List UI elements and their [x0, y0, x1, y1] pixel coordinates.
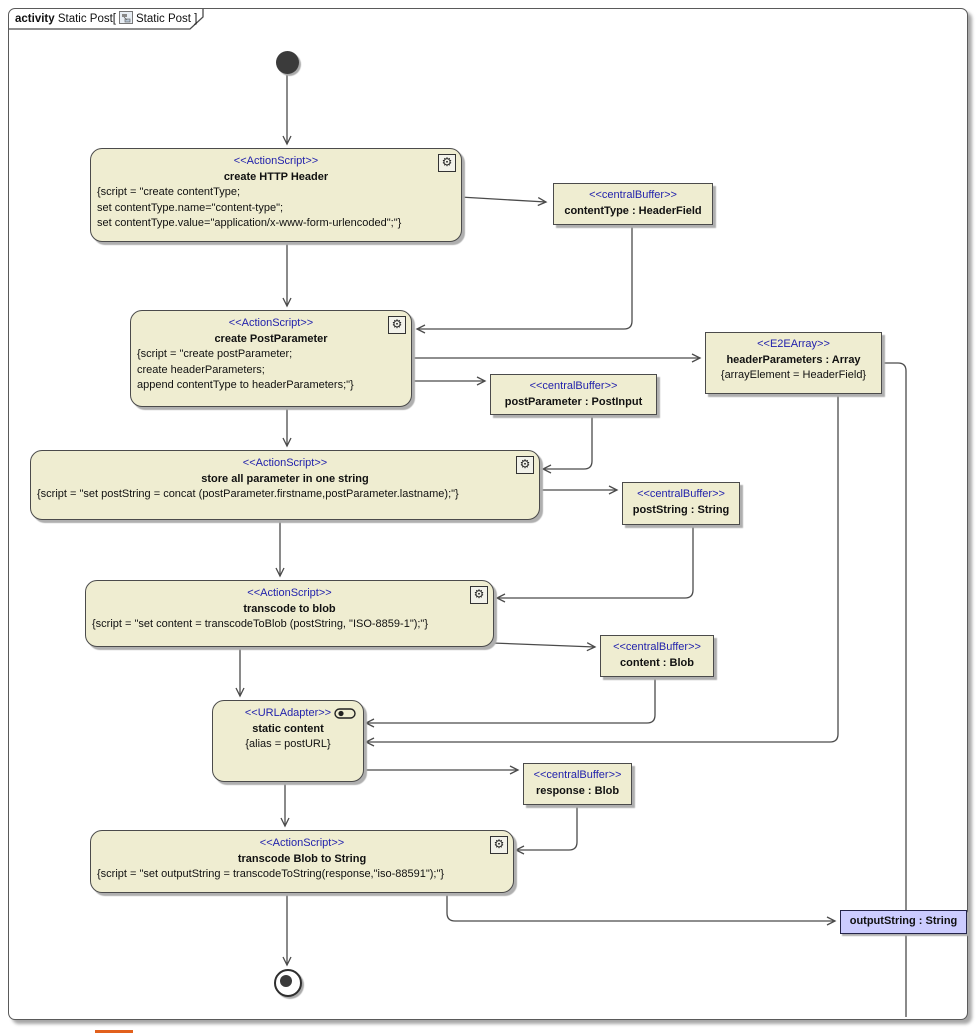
- frame-title: activity Static Post[ Static Post ]: [15, 11, 197, 27]
- final-node[interactable]: [274, 969, 302, 997]
- array-headerparameters[interactable]: <<E2EArray>> headerParameters : Array {a…: [705, 332, 882, 394]
- frame-keyword: activity: [15, 13, 55, 25]
- gear-icon: ⚙: [470, 586, 488, 604]
- action-create-postparameter[interactable]: <<ActionScript>> create PostParameter {s…: [130, 310, 412, 407]
- constraint-label: {alias = postURL}: [245, 738, 331, 750]
- gear-icon: ⚙: [516, 456, 534, 474]
- edge-postparameter-to-store[interactable]: [541, 413, 593, 474]
- stereotype-label: <<centralBuffer>>: [637, 488, 725, 500]
- stereotype-label: <<ActionScript>>: [247, 587, 332, 599]
- gear-icon: ⚙: [490, 836, 508, 854]
- script-line: {script = "set content = transcodeToBlob…: [92, 618, 429, 630]
- gear-icon: ⚙: [388, 316, 406, 334]
- action-create-http-header[interactable]: <<ActionScript>> create HTTP Header {scr…: [90, 148, 462, 242]
- constraint-label: {arrayElement = HeaderField}: [720, 369, 867, 381]
- action-name: static content: [252, 723, 324, 735]
- edge-poststring-to-transcode-to-blob[interactable]: [495, 523, 694, 603]
- url-adapter-icon: [334, 708, 356, 722]
- stereotype-label: <<centralBuffer>>: [589, 189, 677, 201]
- array-name: headerParameters : Array: [726, 354, 861, 366]
- buffer-name: response : Blob: [535, 785, 620, 797]
- action-transcode-blob-to-string[interactable]: <<ActionScript>> transcode Blob to Strin…: [90, 830, 514, 893]
- script-line: set contentType.name="content-type";: [97, 201, 284, 214]
- edge-headerparameters-down[interactable]: [880, 362, 907, 1017]
- script-line: create headerParameters;: [137, 363, 265, 376]
- action-name: transcode to blob: [243, 603, 336, 615]
- stereotype-label: <<centralBuffer>>: [529, 380, 618, 392]
- script-line: set contentType.value="application/x-www…: [97, 217, 402, 229]
- stereotype-label: <<ActionScript>>: [242, 457, 328, 469]
- frame-ref: Static Post ]: [136, 13, 198, 25]
- action-name: store all parameter in one string: [201, 473, 369, 485]
- stereotype-label: <<centralBuffer>>: [613, 641, 701, 653]
- buffer-postparameter[interactable]: <<centralBuffer>> postParameter : PostIn…: [490, 374, 657, 415]
- initial-node[interactable]: [276, 51, 299, 74]
- action-transcode-to-blob[interactable]: <<ActionScript>> transcode to blob {scri…: [85, 580, 494, 647]
- script-line: {script = "create contentType;: [97, 186, 241, 198]
- buffer-name: content : Blob: [620, 657, 694, 669]
- buffer-name: postParameter : PostInput: [504, 396, 643, 408]
- output-parameter-outputstring[interactable]: outputString : String: [840, 910, 967, 934]
- edge-transcode-blob-to-outputstring[interactable]: [446, 890, 837, 926]
- buffer-name: contentType : HeaderField: [564, 205, 702, 217]
- script-line: {script = "create postParameter;: [137, 348, 293, 360]
- gear-icon: ⚙: [438, 154, 456, 172]
- edge-headerparameters-to-static-content[interactable]: [364, 393, 839, 747]
- edge-content-to-static-content[interactable]: [364, 675, 656, 728]
- buffer-contenttype[interactable]: <<centralBuffer>> contentType : HeaderFi…: [553, 183, 713, 225]
- edge-create-http-header-to-contenttype[interactable]: [459, 196, 548, 207]
- frame-name: Static Post[: [57, 13, 117, 25]
- buffer-poststring[interactable]: <<centralBuffer>> postString : String: [622, 482, 740, 525]
- buffer-content[interactable]: <<centralBuffer>> content : Blob: [600, 635, 714, 677]
- script-line: {script = "set postString = concat (post…: [37, 488, 459, 500]
- edge-transcode-to-blob-to-content[interactable]: [491, 642, 597, 652]
- action-name: transcode Blob to String: [237, 853, 367, 865]
- script-line: append contentType to headerParameters;"…: [137, 379, 354, 391]
- output-parameter-label: outputString : String: [849, 915, 958, 927]
- frame-tab-outline: [9, 9, 204, 30]
- buffer-name: postString : String: [632, 504, 730, 516]
- stereotype-label: <<URLAdapter>>: [244, 707, 332, 719]
- action-static-content[interactable]: <<URLAdapter>> static content {alias = p…: [212, 700, 364, 782]
- edge-contenttype-to-create-postparameter[interactable]: [415, 223, 633, 334]
- stereotype-label: <<ActionScript>>: [228, 317, 314, 329]
- edge-response-to-transcode-blob[interactable]: [514, 803, 578, 855]
- diagram-icon: [119, 11, 134, 27]
- stereotype-label: <<centralBuffer>>: [533, 769, 622, 781]
- stereotype-label: <<E2EArray>>: [757, 338, 830, 350]
- action-store-all-parameter[interactable]: <<ActionScript>> store all parameter in …: [30, 450, 540, 520]
- script-line: {script = "set outputString = transcodeT…: [97, 868, 445, 880]
- buffer-response[interactable]: <<centralBuffer>> response : Blob: [523, 763, 632, 805]
- render-artifact-line: [95, 1030, 133, 1033]
- final-node-dot: [280, 975, 292, 987]
- stereotype-label: <<ActionScript>>: [233, 155, 319, 167]
- stereotype-label: <<ActionScript>>: [259, 837, 345, 849]
- action-name: create PostParameter: [214, 333, 328, 345]
- action-name: create HTTP Header: [223, 171, 329, 183]
